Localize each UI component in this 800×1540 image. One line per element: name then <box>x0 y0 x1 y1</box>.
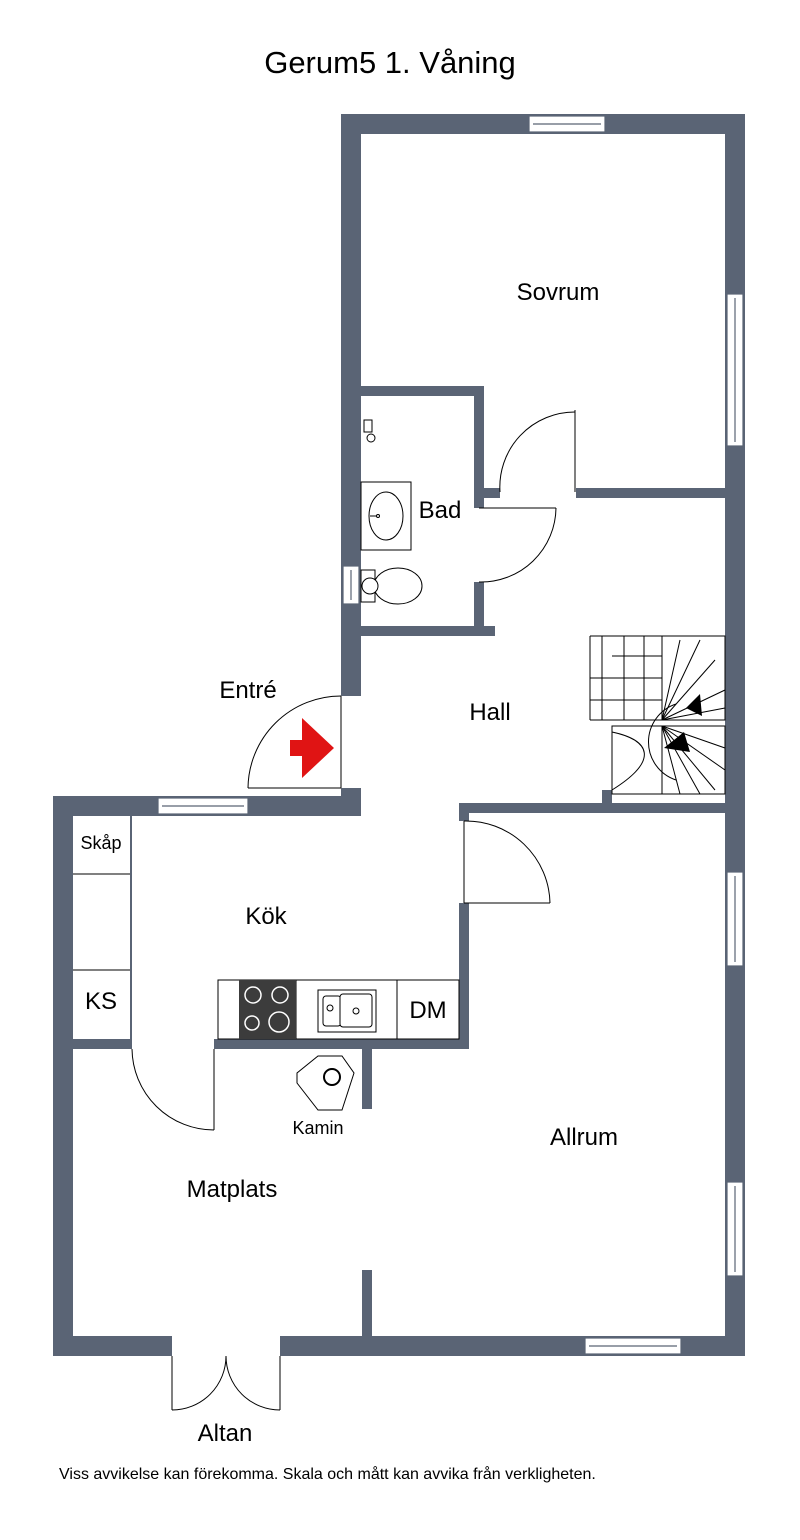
label-bad: Bad <box>419 497 462 524</box>
fireplace-icon <box>296 1055 355 1111</box>
label-skap: Skåp <box>80 833 121 853</box>
label-hall: Hall <box>469 699 510 726</box>
wall-bedroom-bottom <box>576 488 725 498</box>
wall-kitchen-bottom-left <box>73 1039 132 1049</box>
entrance-door <box>247 695 361 789</box>
stairs-arrow-icon <box>686 694 702 716</box>
wall-fireplace <box>362 1049 372 1109</box>
label-dm: DM <box>409 997 446 1024</box>
doors <box>131 410 576 1411</box>
bathroom-door <box>478 507 557 583</box>
stove-icon <box>239 980 296 1039</box>
label-kok: Kök <box>245 903 287 930</box>
toilet-icon <box>360 567 423 605</box>
label-altan: Altan <box>198 1420 253 1447</box>
cabinet-column <box>73 873 130 971</box>
altan-double-door <box>171 1355 281 1411</box>
label-matplats: Matplats <box>187 1176 278 1203</box>
page-title: Gerum5 1. Våning <box>264 45 516 80</box>
label-allrum: Allrum <box>550 1124 618 1151</box>
sink-icon <box>317 989 377 1033</box>
staircase <box>589 635 726 795</box>
windows <box>157 115 744 1355</box>
window-living-bottom <box>584 1337 682 1355</box>
label-sovrum: Sovrum <box>517 279 600 306</box>
wall-dining-partition <box>362 1270 372 1336</box>
shower-icon <box>363 419 376 443</box>
washbasin-icon <box>360 481 412 551</box>
window-living-right-2 <box>726 1181 744 1277</box>
dining-door <box>131 1048 215 1131</box>
stairs-arrow-icon <box>664 732 690 752</box>
wall-cabinet-line <box>130 816 132 1049</box>
wall-bath-stub <box>484 488 500 498</box>
bedroom-door <box>499 410 576 498</box>
disclaimer: Viss avvikelse kan förekomma. Skala och … <box>59 1466 596 1483</box>
wall-hall-bottom <box>459 803 725 813</box>
wall-bath-right-lower <box>474 582 484 636</box>
wall-hall-stub <box>459 803 469 821</box>
entry-arrow-icon <box>290 718 334 778</box>
label-kamin: Kamin <box>292 1118 343 1138</box>
room-labels: Sovrum Bad Entré Hall Kök Skåp KS DM Kam… <box>80 279 618 1447</box>
wall-kitchen-right <box>459 903 469 1049</box>
wall-left-upper <box>341 114 361 696</box>
window-bath <box>342 565 360 605</box>
window-bedroom-top <box>528 115 606 133</box>
wall-bath-top <box>361 386 484 396</box>
window-living-right-1 <box>726 871 744 967</box>
label-entre: Entré <box>219 677 276 704</box>
altan-door-opening <box>172 1336 280 1356</box>
wall-left-lower <box>53 796 73 1356</box>
wall-entry-stub <box>341 788 361 816</box>
label-ks: KS <box>85 988 117 1015</box>
wall-bath-right-upper <box>474 386 484 508</box>
wall-bath-bottom <box>361 626 495 636</box>
window-bedroom-right <box>726 293 744 447</box>
wall-stairs-stub <box>602 790 612 813</box>
living-door <box>463 820 551 904</box>
window-kitchen-top <box>157 797 249 815</box>
wall-kitchen-bottom <box>214 1039 469 1049</box>
